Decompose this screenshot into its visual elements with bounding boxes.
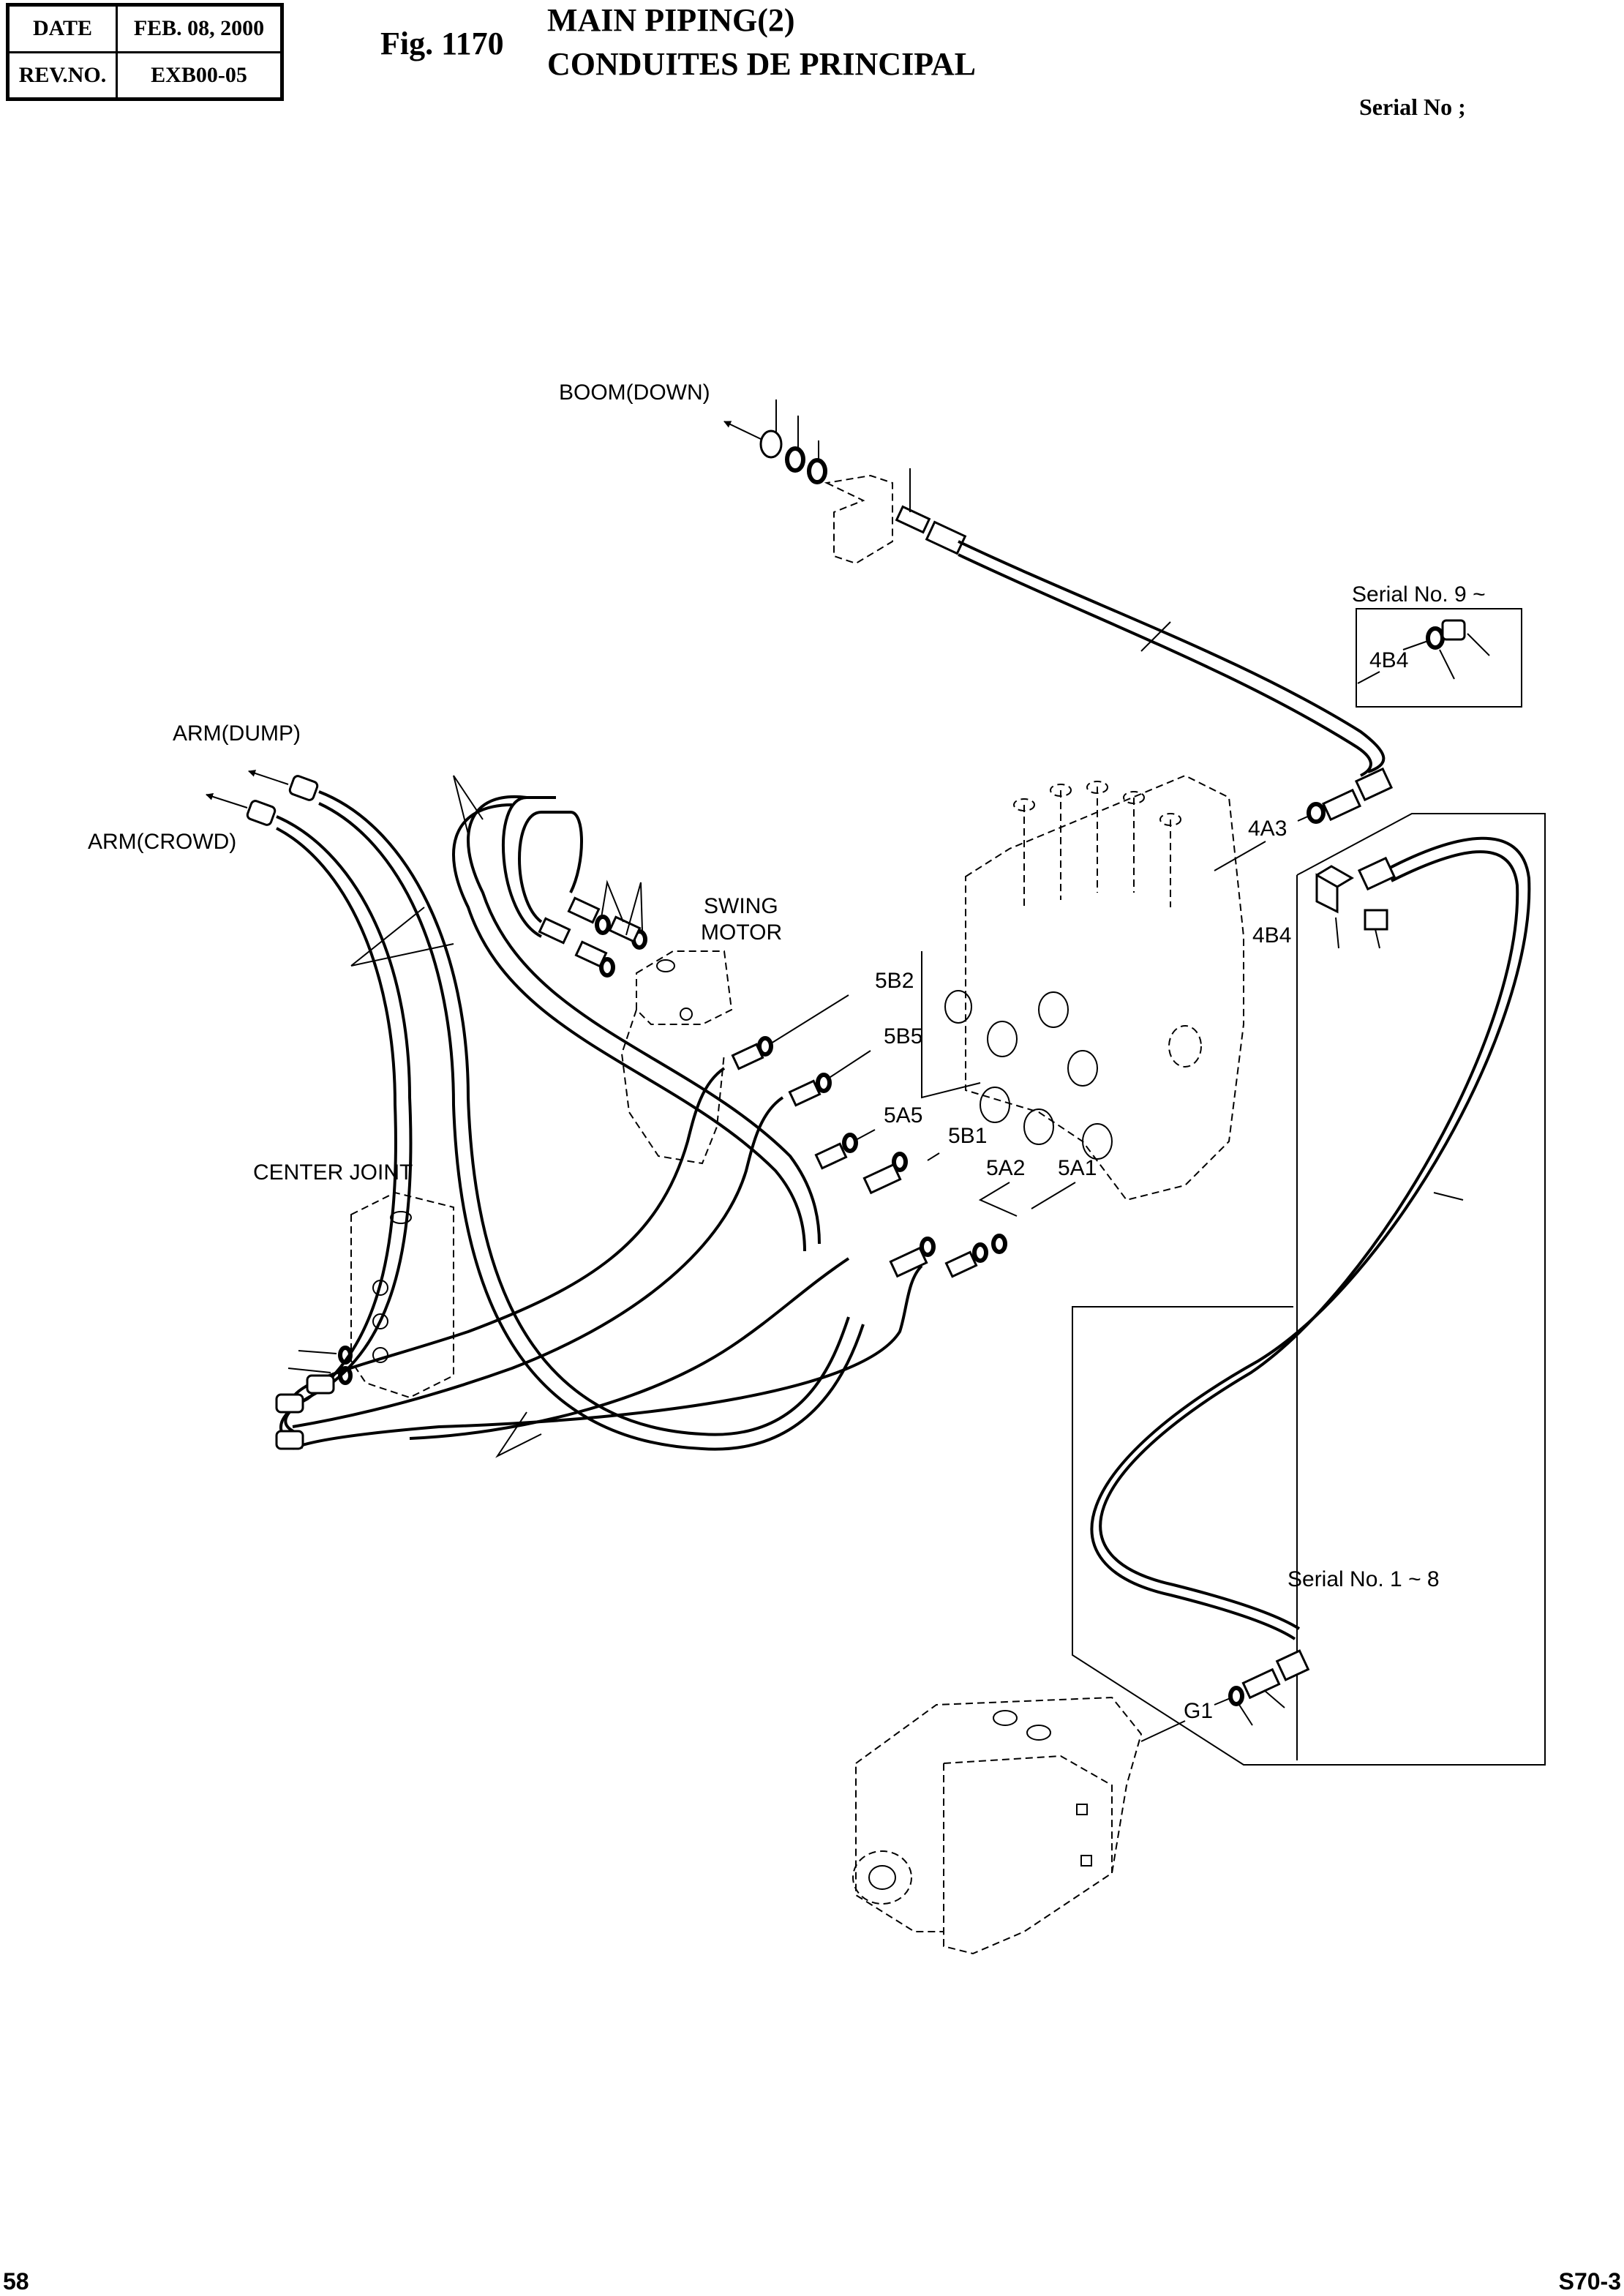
callout-4b4: 4B4 (1252, 923, 1291, 948)
arm-dump-hose-end (288, 775, 319, 801)
date-label: DATE (7, 4, 118, 53)
connector-fitting (1241, 1667, 1281, 1700)
callout-5a1: 5A1 (1058, 1156, 1097, 1180)
washer-icon (807, 458, 827, 484)
washer-icon (785, 446, 805, 473)
o-ring-icon (1307, 802, 1326, 824)
label-swing-motor-line2: MOTOR (701, 920, 782, 945)
plug-icon (1441, 619, 1466, 641)
center-joint-hose-3 (292, 1264, 923, 1450)
page-title-french: CONDUITES DE PRINCIPAL (547, 46, 976, 82)
page-number: 58 (3, 2268, 29, 2295)
hose-end-fitting (1354, 767, 1394, 802)
label-arm-crowd: ARM(CROWD) (88, 830, 236, 854)
label-boom-down: BOOM(DOWN) (559, 380, 710, 405)
nut-icon (759, 429, 783, 459)
model-code: S70-3 (1558, 2268, 1621, 2295)
plug-icon (1364, 909, 1388, 931)
callout-4b4-inset: 4B4 (1369, 648, 1408, 672)
center-joint-hose-1 (291, 1067, 726, 1399)
center-joint-hose-2 (292, 1096, 784, 1428)
hydraulic-pump (852, 1696, 1143, 1955)
label-arm-dump: ARM(DUMP) (173, 721, 301, 746)
serial-1-8-boundary (1072, 813, 1546, 1766)
date-value: FEB. 08, 2000 (116, 4, 283, 53)
serial-number-label: Serial No ; (1359, 94, 1466, 120)
arm-crowd-hose-end (246, 800, 277, 826)
page-title-english: MAIN PIPING(2) (547, 2, 795, 38)
valve-port-fittings (731, 1036, 1007, 1278)
center-joint-hose-4 (409, 1257, 850, 1440)
arm-crowd-hose (276, 815, 413, 1436)
swing-hose-b (467, 795, 821, 1245)
hose-end-fitting (1357, 856, 1396, 891)
rev-label: REV.NO. (7, 50, 118, 100)
o-ring-icon (1426, 626, 1445, 650)
hose-end-fitting (1275, 1649, 1310, 1681)
label-serial-1-to-8: Serial No. 1 ~ 8 (1287, 1567, 1440, 1591)
control-valve (944, 774, 1244, 1201)
callout-5b5: 5B5 (884, 1024, 922, 1048)
swing-hose-a (518, 811, 583, 923)
inset-box-serial-9 (1356, 608, 1522, 708)
label-swing-motor-line1: SWING (704, 894, 778, 918)
label-center-joint: CENTER JOINT (253, 1160, 413, 1185)
callout-5b1: 5B1 (948, 1124, 987, 1148)
revision-table: DATE FEB. 08, 2000 REV.NO. EXB00-05 (6, 3, 284, 101)
callout-5a2: 5A2 (986, 1156, 1025, 1180)
callout-5b2: 5B2 (875, 969, 914, 993)
o-ring-icon (1228, 1686, 1244, 1706)
center-joint-fittings (275, 1346, 353, 1450)
figure-number: Fig. 1170 (380, 26, 504, 61)
tee-block-fitting (1315, 865, 1354, 914)
callout-g1: G1 (1184, 1699, 1213, 1723)
label-serial-9-onward: Serial No. 9 ~ (1352, 582, 1486, 607)
boom-down-arrow-icon (723, 421, 762, 440)
arm-dump-arrow-icon (248, 770, 289, 785)
callout-4a3: 4A3 (1248, 817, 1287, 841)
swing-motor (620, 950, 733, 1165)
rev-value: EXB00-05 (116, 50, 283, 100)
swing-motor-fittings (538, 896, 647, 978)
connector-fitting (1321, 788, 1362, 822)
boom-down-hose (958, 540, 1386, 773)
center-joint (350, 1191, 454, 1399)
pump-delivery-hose (1090, 836, 1531, 1640)
arm-crowd-arrow-icon (206, 792, 248, 809)
arm-dump-hose (318, 790, 850, 1436)
bracket-clamp (824, 474, 893, 565)
hose-end-fitting (925, 520, 967, 555)
connector-fitting (895, 505, 931, 534)
callout-5a5: 5A5 (884, 1103, 922, 1128)
